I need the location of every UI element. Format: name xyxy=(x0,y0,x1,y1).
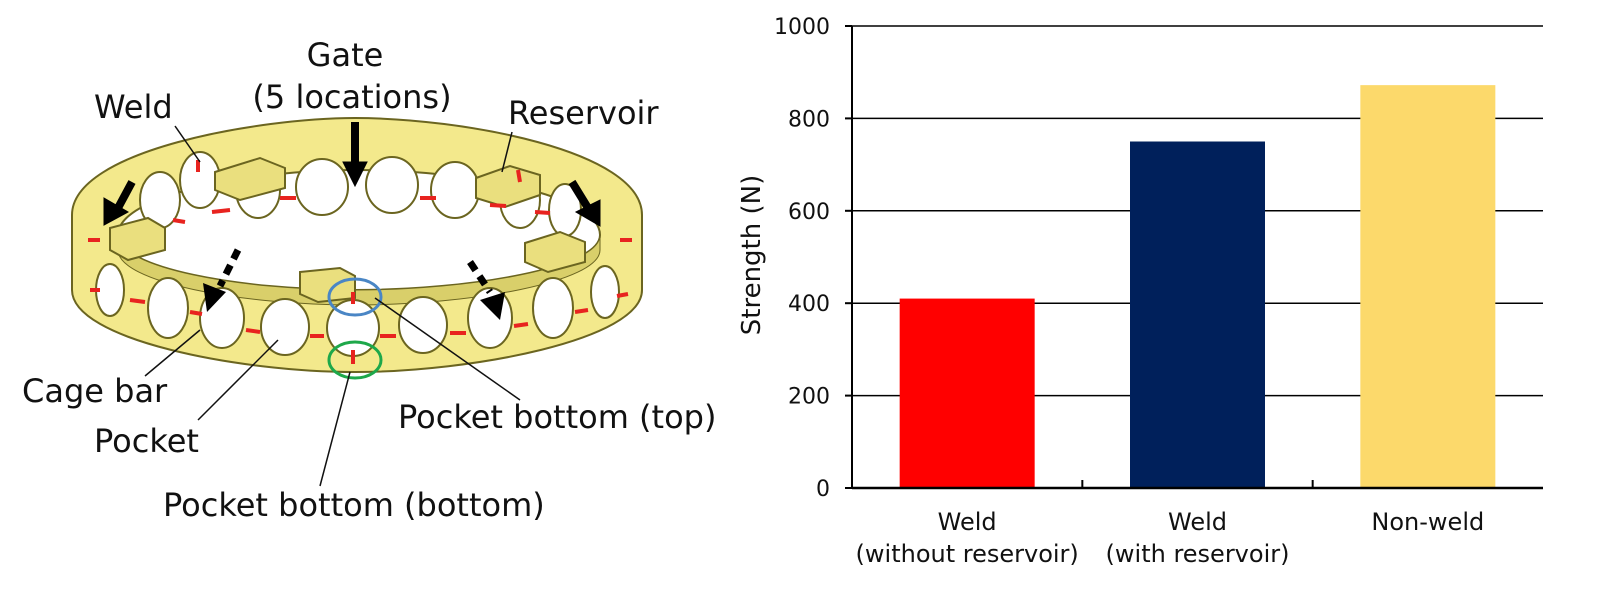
reservoir-blocks xyxy=(109,156,586,304)
gate-arrows xyxy=(103,122,601,227)
bar xyxy=(1360,85,1496,489)
weld-marks xyxy=(88,160,632,364)
gate-label-line1: Gate xyxy=(307,36,384,74)
cage-diagram: Gate (5 locations) Weld Reservoir Cage b… xyxy=(22,36,716,524)
y-axis-title: Strength (N) xyxy=(737,175,767,335)
pocket-label: Pocket xyxy=(94,422,199,460)
x-tick-label: Weld xyxy=(1168,508,1227,536)
gate-label-line2: (5 locations) xyxy=(252,78,451,116)
y-tick-label: 600 xyxy=(788,200,830,225)
x-tick-label: Weld xyxy=(938,508,997,536)
cage-bar-label: Cage bar xyxy=(22,372,168,410)
y-tick-label: 200 xyxy=(788,385,830,410)
x-tick-label: Non-weld xyxy=(1371,508,1484,536)
bars xyxy=(899,85,1496,489)
bar xyxy=(899,298,1035,488)
reservoir-label: Reservoir xyxy=(508,94,659,132)
weld-label: Weld xyxy=(94,88,173,126)
y-tick-label: 800 xyxy=(788,107,830,132)
pocket-bottom-bottom-label: Pocket bottom (bottom) xyxy=(163,486,545,524)
y-tick-label: 400 xyxy=(788,292,830,317)
pocket-bottom-top-circle xyxy=(327,277,383,317)
y-tick-label: 0 xyxy=(816,477,830,502)
x-tick-label: (without reservoir) xyxy=(856,540,1079,568)
pocket-bottom-top-label: Pocket bottom (top) xyxy=(398,398,716,436)
y-tick-label: 1000 xyxy=(774,15,830,40)
x-tick-labels: Weld (without reservoir) Weld (with reservo… xyxy=(856,508,1485,568)
front-pockets xyxy=(95,263,620,357)
x-tick-label: (with reservoir) xyxy=(1106,540,1290,568)
axes xyxy=(845,25,1543,490)
pocket-bottom-bottom-circle xyxy=(327,340,383,380)
bar xyxy=(1130,141,1265,488)
strength-chart: 0 200 400 600 800 1000 Weld (without reservoir… xyxy=(737,15,1543,568)
leader-lines xyxy=(144,125,521,487)
y-tick-labels: 0 200 400 600 800 1000 xyxy=(774,15,830,502)
dashed-arrows xyxy=(203,248,505,320)
